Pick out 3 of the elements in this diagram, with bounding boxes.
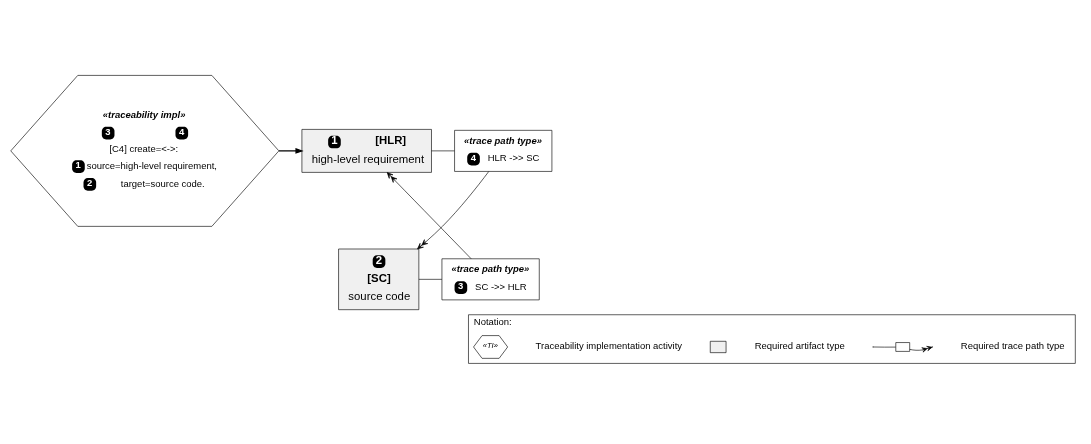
legend-label: Required artifact type (754, 340, 845, 352)
legend-label: Required trace path type (960, 340, 1065, 352)
legend-label: Traceability implementation activity (535, 340, 683, 352)
